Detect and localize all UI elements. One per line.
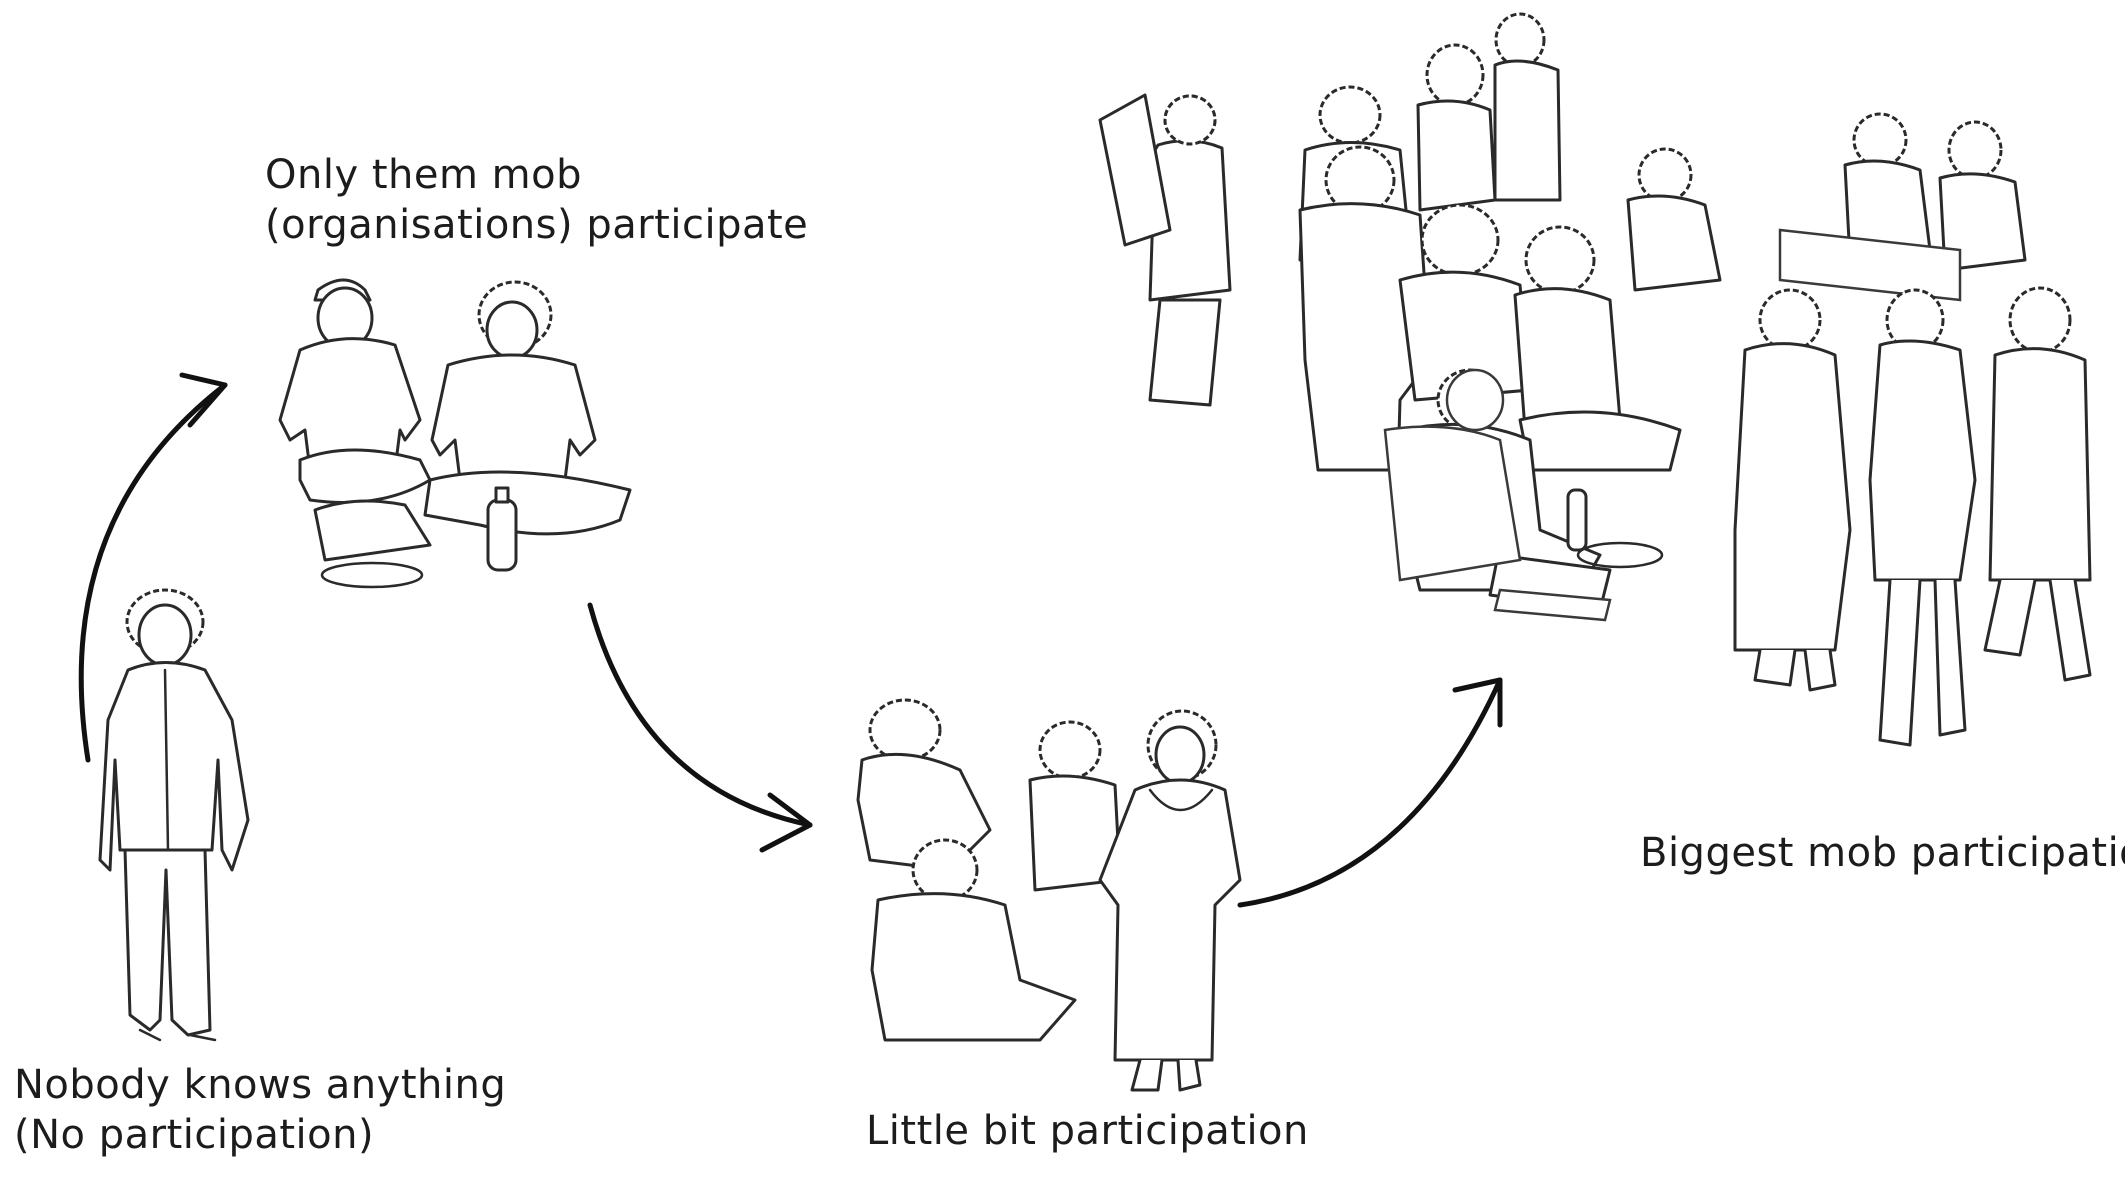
organisation-people xyxy=(278,278,632,589)
stage-label-line: Only them mob xyxy=(265,152,582,198)
stage-label-organisations: Only them mob (organisations) participat… xyxy=(265,150,808,250)
lone-standing-person xyxy=(98,588,250,1042)
small-group xyxy=(856,698,1242,1092)
stage-label-line: Nobody knows anything xyxy=(14,1062,507,1108)
stage-label-line: (No participation) xyxy=(14,1112,375,1158)
stage-label-no-participation: Nobody knows anything (No participation) xyxy=(14,1060,506,1160)
stage-label-line: Little bit participation xyxy=(866,1108,1309,1154)
arrow-head-2 xyxy=(759,792,813,853)
stage-label-biggest-mob: Biggest mob participation xyxy=(1640,828,2125,878)
arrow-head-1 xyxy=(179,372,228,428)
stage-label-little-bit: Little bit participation xyxy=(866,1106,1309,1156)
arrow-stage1-to-stage2 xyxy=(78,382,228,763)
big-crowd xyxy=(1098,12,2092,747)
progression-arrows xyxy=(78,372,1503,908)
arrow-stage3-to-stage4 xyxy=(1237,677,1503,908)
stage-label-line: (organisations) participate xyxy=(265,202,809,248)
arrow-head-3 xyxy=(1452,677,1503,728)
stage-label-line: Biggest mob participation xyxy=(1640,830,2125,876)
arrow-stage2-to-stage3 xyxy=(587,602,813,828)
